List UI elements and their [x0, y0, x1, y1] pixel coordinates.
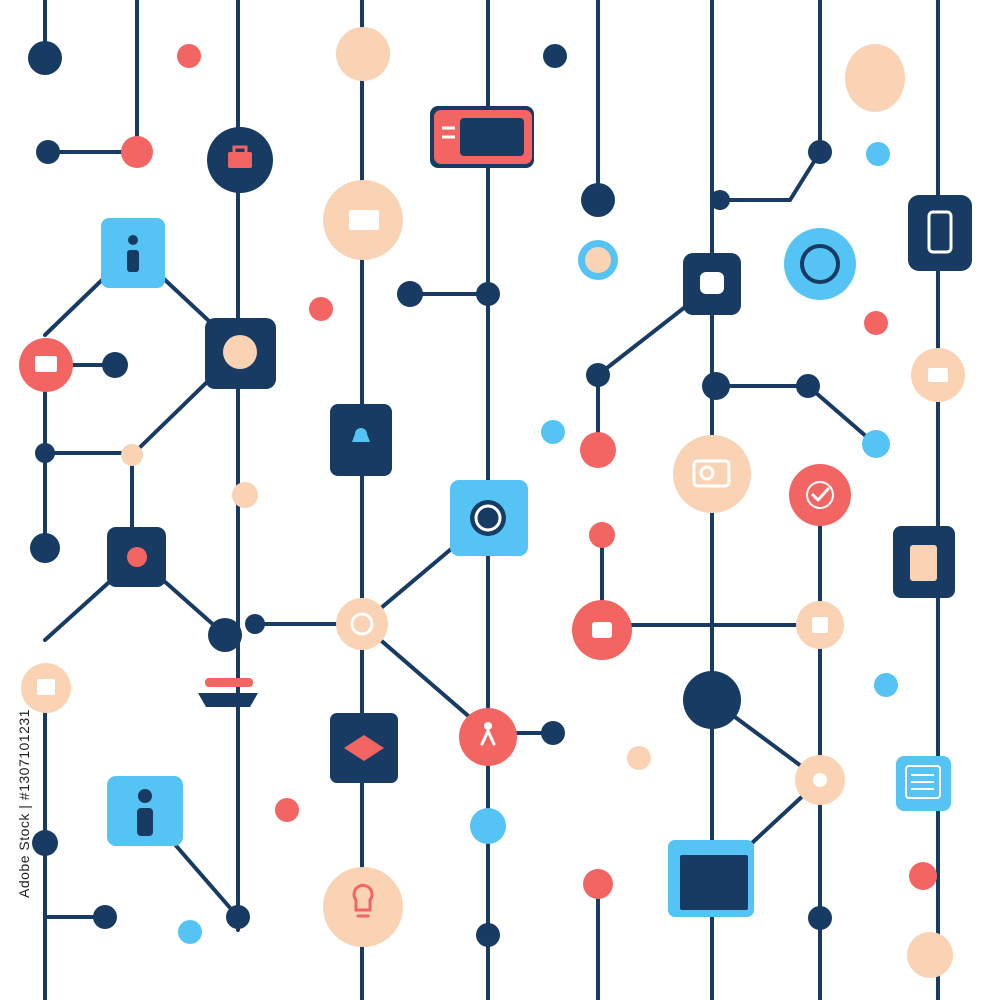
square-icon-nodes [101, 106, 972, 917]
document-list-icon [896, 756, 951, 811]
chat-icon [19, 338, 73, 392]
message-icon [683, 253, 741, 315]
network-node [866, 142, 890, 166]
dish-icon [198, 678, 258, 707]
message-icon [323, 180, 403, 260]
network-node [627, 746, 651, 770]
message-icon [796, 601, 844, 649]
network-node [476, 923, 500, 947]
network-node [178, 920, 202, 944]
network-node [470, 808, 506, 844]
navy-node [683, 671, 741, 729]
connection-line [806, 384, 877, 446]
info-icon [101, 218, 165, 288]
network-node [581, 183, 615, 217]
network-node [121, 136, 153, 168]
network-node [245, 614, 265, 634]
network-node [580, 432, 616, 468]
connection-line [43, 247, 243, 457]
network-node [93, 905, 117, 929]
shopping-bag-icon [207, 127, 273, 193]
network-node [796, 374, 820, 398]
info-icon [107, 776, 183, 846]
network-node [397, 281, 423, 307]
monitor-icon [668, 840, 754, 917]
network-node [102, 352, 128, 378]
user-icon [205, 318, 276, 389]
message-icon [795, 755, 845, 805]
network-node [309, 297, 333, 321]
check-icon [789, 464, 851, 526]
smartphone-icon [908, 195, 972, 271]
message-icon [107, 527, 166, 587]
network-node [909, 862, 937, 890]
bell-icon [330, 404, 392, 476]
network-node [586, 363, 610, 387]
network-node [710, 190, 730, 210]
network-node [32, 830, 58, 856]
message-icon [572, 600, 632, 660]
network-node [226, 905, 250, 929]
network-node [874, 673, 898, 697]
network-node [232, 482, 258, 508]
network-node [543, 44, 567, 68]
connection-line [360, 622, 490, 735]
warning-icon [330, 713, 398, 783]
network-node [541, 721, 565, 745]
network-node [30, 533, 60, 563]
document-icon [893, 526, 955, 598]
stock-watermark-text: Adobe Stock | #1307101231 [16, 709, 32, 898]
target-icon [784, 228, 856, 300]
network-node [476, 282, 500, 306]
large-icon-nodes [19, 27, 965, 947]
network-node [589, 522, 615, 548]
network-node [864, 311, 888, 335]
peach-circle-node [336, 27, 390, 81]
network-node [208, 618, 242, 652]
target-icon [578, 240, 618, 280]
message-icon [21, 663, 71, 713]
target-icon [450, 480, 528, 556]
lightbulb-icon [323, 867, 403, 947]
network-node [35, 443, 55, 463]
message-icon [911, 348, 965, 402]
network-node [28, 41, 62, 75]
network-node [808, 906, 832, 930]
connection-line [718, 150, 822, 202]
network-node [907, 932, 953, 978]
network-node [862, 430, 890, 458]
network-node [121, 444, 143, 466]
network-node [275, 798, 299, 822]
person-icon [459, 708, 517, 766]
camera-icon [673, 435, 751, 513]
target-node [336, 598, 388, 650]
network-node [808, 140, 832, 164]
network-nodes [28, 41, 953, 978]
peach-circle-node [845, 44, 905, 112]
network-node [541, 420, 565, 444]
network-node [583, 869, 613, 899]
network-node [177, 44, 201, 68]
chat-card-icon [430, 106, 534, 168]
network-node [36, 140, 60, 164]
network-node [702, 372, 730, 400]
